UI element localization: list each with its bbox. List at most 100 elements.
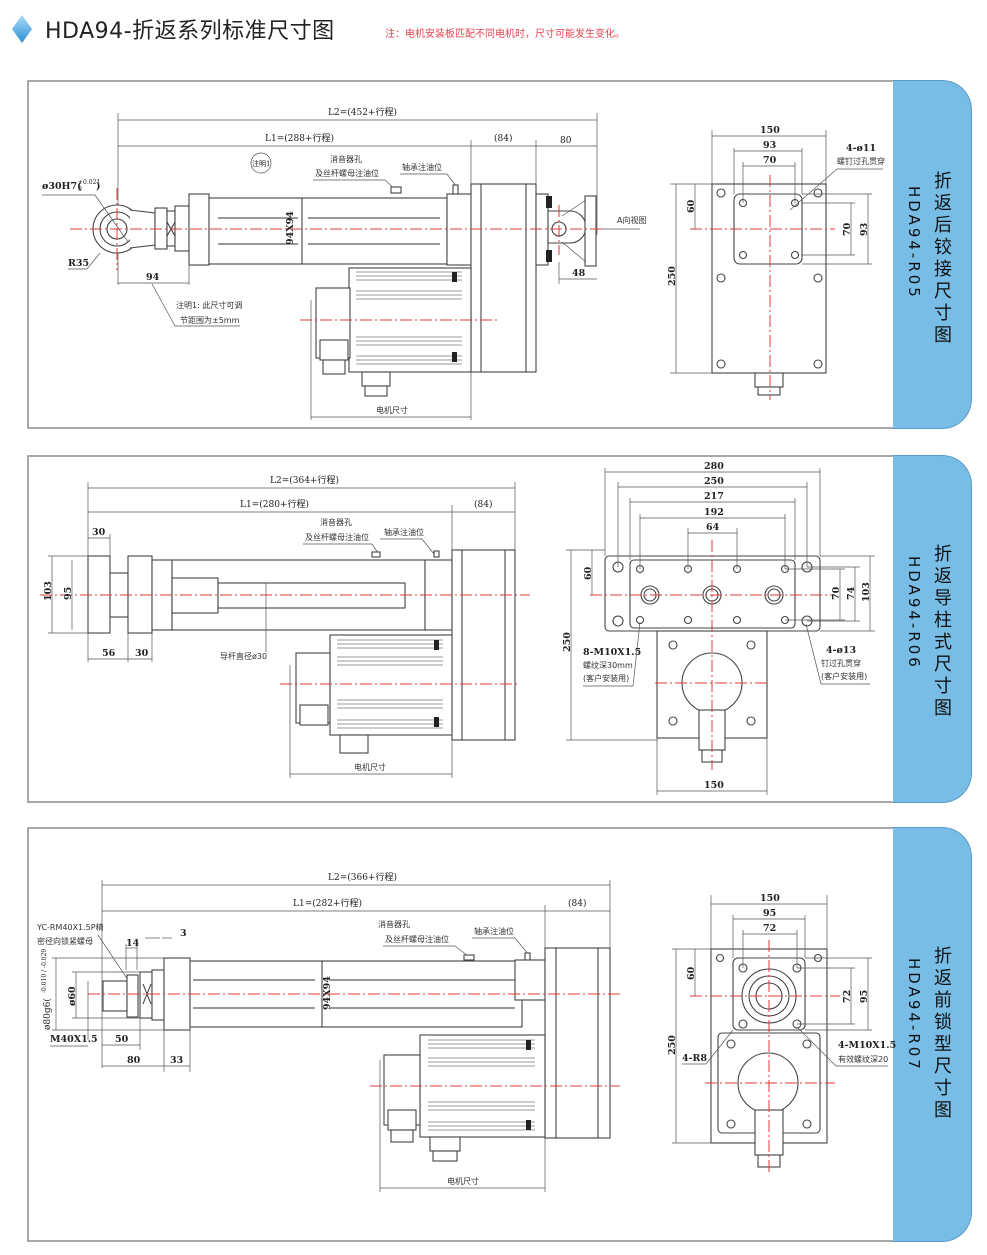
bearing-oil-label: 轴承注油位: [474, 926, 514, 936]
end-dim-h250: 250: [562, 632, 573, 652]
end-dim-72: 72: [763, 923, 776, 934]
thread-spec: M40X1.5: [50, 1034, 98, 1045]
svg-text:(84): (84): [494, 133, 512, 144]
thread-depth: 螺纹深30mm: [583, 660, 633, 670]
bore-tol-upper: +0.021: [78, 179, 100, 186]
end-view-r05: [690, 175, 835, 400]
end-dim-v93: 93: [859, 223, 870, 236]
end-dim-60: 60: [686, 199, 697, 213]
hole-note: 钉过孔贯穿: [821, 658, 861, 668]
end-dim-v70: 70: [842, 222, 853, 236]
end-hole-note: 螺钉过孔贯穿: [837, 156, 885, 166]
end-dim-w150: 150: [704, 780, 724, 791]
end-dim-70: 70: [763, 155, 777, 166]
end-dim-93: 93: [763, 140, 776, 151]
dim-l2: L2=(366+行程): [328, 871, 397, 883]
tab-model-r05: HDA94-R05: [905, 186, 923, 300]
note-circle: [250, 152, 272, 174]
thread-spec: 8-M10X1.5: [583, 647, 641, 658]
thread-spec: 4-M10X1.5: [838, 1040, 896, 1051]
end-dim-64: 64: [706, 522, 720, 533]
dim-56: 56: [102, 648, 116, 659]
section-label: 94X94: [285, 211, 296, 245]
motor: [315, 267, 472, 397]
end-dim-192: 192: [704, 507, 724, 518]
motor: [295, 634, 453, 754]
end-dim-250: 250: [704, 476, 724, 487]
muffler-label-2: 及丝杆螺母注油位: [305, 532, 369, 542]
actuator-body: [188, 184, 473, 266]
rear-clevis: [547, 195, 597, 267]
dim-80: 80: [127, 1055, 141, 1066]
svg-text:L1=(288+行程): L1=(288+行程): [265, 132, 334, 144]
dim-48: 48: [572, 268, 586, 279]
end-dim-250: 250: [667, 266, 678, 286]
dim-l2: L2=(452+行程): [117, 106, 598, 285]
end-hole-spec: 4-ø11: [846, 143, 876, 154]
tab-model-r07: HDA94-R07: [905, 958, 923, 1072]
tab-title-r07: 折返 前锁 型尺 寸图: [934, 946, 952, 1121]
motor-size-label: 电机尺寸: [376, 405, 408, 415]
end-dim-280: 280: [704, 461, 724, 472]
tab-r06: 折返 导柱 式尺 寸图 HDA94-R06: [893, 455, 972, 803]
end-dim-150: 150: [760, 125, 780, 136]
note1-line1: 注明1: 此尺寸可调: [176, 300, 242, 310]
muffler-label-2: 及丝杆螺母注油位: [315, 168, 379, 178]
motor: [383, 1034, 546, 1162]
dim-l2: L2=(364+行程): [270, 474, 339, 486]
guide-rod-label: 导杆直径ø30: [220, 651, 267, 661]
muffler-label: 消音器孔: [330, 154, 362, 164]
end-dim-h60: 60: [583, 566, 594, 580]
note-circle-text: 注明1: [252, 159, 270, 168]
page-title: HDA94-折返系列标准尺寸图: [45, 19, 335, 44]
muffler-label: 消音器孔: [320, 517, 352, 527]
dim-50: 50: [115, 1034, 129, 1045]
bore-tol-lower: 0: [78, 186, 82, 193]
dia80-tol: -0.010 / -0.029: [41, 949, 48, 993]
dim-103: 103: [43, 581, 54, 601]
end-dim-v95: 95: [859, 990, 870, 1003]
dim-84: (84): [474, 499, 492, 510]
gearbox: [470, 183, 552, 373]
thread-note: 有效螺纹深20: [838, 1054, 888, 1064]
gearbox: [544, 947, 611, 1139]
dim-84: (84): [568, 898, 586, 909]
end-view-r06: [590, 540, 835, 770]
view-a-label: A向视图: [617, 215, 646, 225]
svg-text:L2=(452+行程): L2=(452+行程): [328, 106, 397, 118]
end-view-r07: [690, 940, 840, 1175]
dia60-spec: ø60: [67, 986, 78, 1006]
bore-close: ): [96, 181, 101, 192]
dim-30a: 30: [92, 527, 106, 538]
dim-95: 95: [63, 587, 74, 600]
dim-94: 94: [146, 272, 160, 283]
dim-l1: L1=(282+行程): [293, 897, 362, 909]
end-dim-150: 150: [760, 893, 780, 904]
tab-r05: 折返 后铰 接尺 寸图 HDA94-R05: [893, 80, 972, 429]
end-dim-h250: 250: [667, 1035, 678, 1055]
nut-label: YC-RM40X1.5P精: [36, 922, 104, 932]
dim-3: 3: [180, 928, 187, 939]
header-note: 注：电机安装板匹配不同电机时，尺寸可能发生变化。: [385, 29, 625, 40]
muffler-label: 消音器孔: [378, 919, 410, 929]
dim-l1: L1=(280+行程): [240, 498, 309, 510]
dim-30b: 30: [135, 648, 149, 659]
dim-33: 33: [170, 1055, 183, 1066]
dim-14: 14: [126, 938, 140, 949]
end-dim-v70: 70: [831, 586, 842, 600]
end-dim-v74: 74: [846, 586, 857, 600]
bearing-oil-label: 轴承注油位: [402, 162, 442, 172]
diamond-bullet-icon: [12, 15, 32, 43]
tab-title-r05: 折返 后铰 接尺 寸图: [934, 171, 952, 346]
thread-note: (客户安装用): [583, 673, 629, 683]
tab-title-r06: 折返 导柱 式尺 寸图: [934, 544, 952, 719]
motor-size-label: 电机尺寸: [354, 762, 386, 772]
end-dim-95: 95: [763, 908, 776, 919]
section-label: 94X94: [322, 976, 333, 1010]
dim-l1: L1=(288+行程): [118, 132, 471, 147]
end-dim-v72: 72: [842, 990, 853, 1003]
end-dim-h60: 60: [686, 966, 697, 980]
